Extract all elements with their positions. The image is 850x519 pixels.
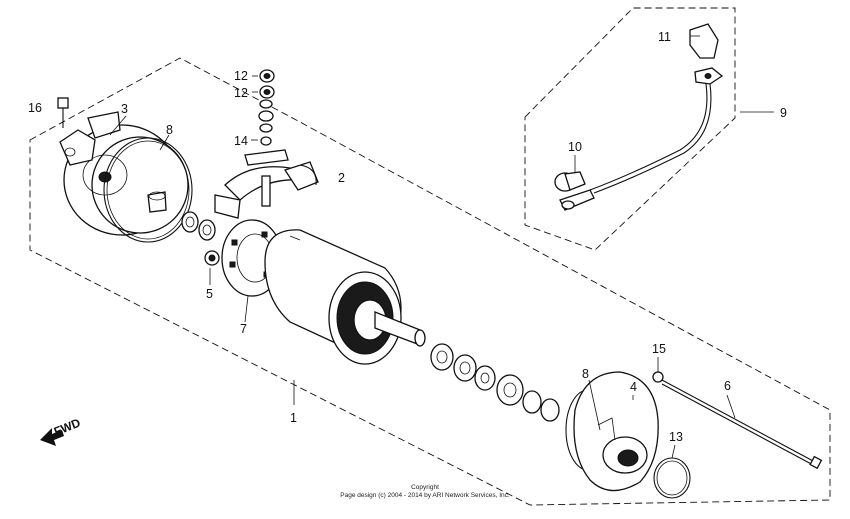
motor-yoke xyxy=(264,229,426,365)
callout-1: 1 xyxy=(290,411,297,425)
callout-labels: 16 3 8 12 12 14 2 5 7 1 11 9 10 15 8 4 6… xyxy=(28,30,787,444)
callout-12-upper: 12 xyxy=(234,69,248,83)
callout-6: 6 xyxy=(724,379,731,393)
assembly-boundary xyxy=(29,57,831,506)
washer-15 xyxy=(652,371,664,383)
callout-3: 3 xyxy=(121,102,128,116)
fwd-label: FWD xyxy=(52,415,83,438)
fwd-arrow-icon xyxy=(40,428,64,446)
copyright-footer: Copyright Page design (c) 2004 - 2014 by… xyxy=(340,484,510,499)
callout-16: 16 xyxy=(28,101,42,115)
o-ring-13 xyxy=(653,457,691,499)
leader-lines xyxy=(60,35,774,459)
copyright-notice: Page design (c) 2004 - 2014 by ARI Netwo… xyxy=(340,492,510,499)
callout-9: 9 xyxy=(780,106,787,120)
callout-10: 10 xyxy=(568,140,582,154)
callout-12-lower: 12 xyxy=(234,86,248,100)
callout-8-rear: 8 xyxy=(166,123,173,137)
callout-5: 5 xyxy=(206,287,213,301)
callout-2: 2 xyxy=(338,171,345,185)
rear-cover xyxy=(59,111,189,236)
washers-front xyxy=(430,343,560,422)
o-ring-rear xyxy=(103,137,193,243)
callout-13: 13 xyxy=(669,430,683,444)
washers-rear xyxy=(181,211,216,241)
harness-inset-boundary xyxy=(524,7,736,251)
through-bolt xyxy=(661,379,823,470)
callout-15: 15 xyxy=(652,342,666,356)
nut-5 xyxy=(204,250,220,266)
callout-4: 4 xyxy=(630,380,637,394)
fwd-indicator: FWD xyxy=(40,415,83,446)
copyright-title: Copyright xyxy=(411,484,439,491)
terminal-nut-stack xyxy=(258,69,275,146)
callout-7: 7 xyxy=(240,322,247,336)
callout-11: 11 xyxy=(658,30,671,44)
callout-14: 14 xyxy=(234,134,248,148)
callout-8-front: 8 xyxy=(582,367,589,381)
front-cover xyxy=(573,371,659,492)
brush-holder xyxy=(214,149,319,219)
wire-harness xyxy=(554,23,724,211)
